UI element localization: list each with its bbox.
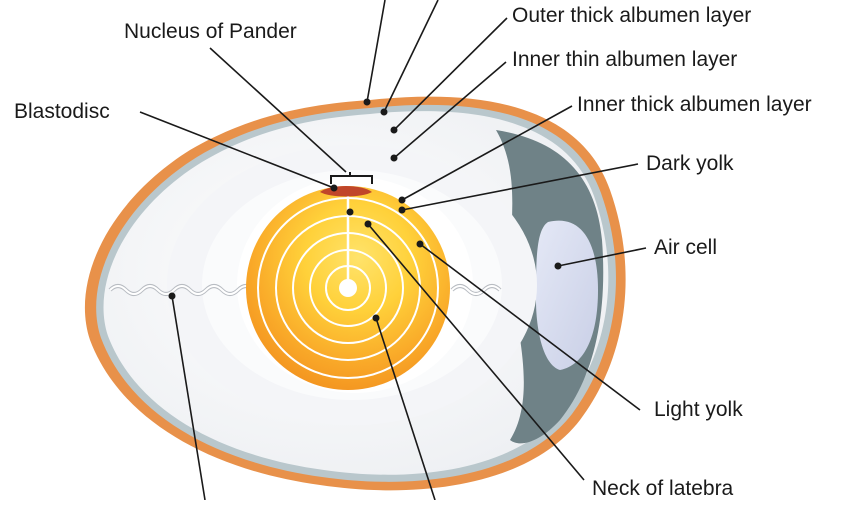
leader-lines: [139, 0, 647, 501]
label-outer-thick-albumen: Outer thick albumen layer: [512, 4, 752, 27]
label-inner-thick-albumen: Inner thick albumen layer: [577, 93, 812, 116]
pander-bracket: [330, 172, 373, 184]
air-cell: [536, 220, 598, 370]
label-nucleus-of-pander: Nucleus of Pander: [124, 20, 297, 43]
label-neck-of-latebra: Neck of latebra: [592, 477, 734, 500]
latebra: [339, 279, 357, 297]
label-dark-yolk: Dark yolk: [646, 152, 734, 175]
label-air-cell: Air cell: [654, 236, 718, 259]
label-light-yolk: Light yolk: [654, 398, 743, 421]
label-inner-thin-albumen: Inner thin albumen layer: [512, 48, 738, 71]
label-blastodisc: Blastodisc: [14, 100, 110, 123]
pointer-dots: [168, 98, 562, 322]
